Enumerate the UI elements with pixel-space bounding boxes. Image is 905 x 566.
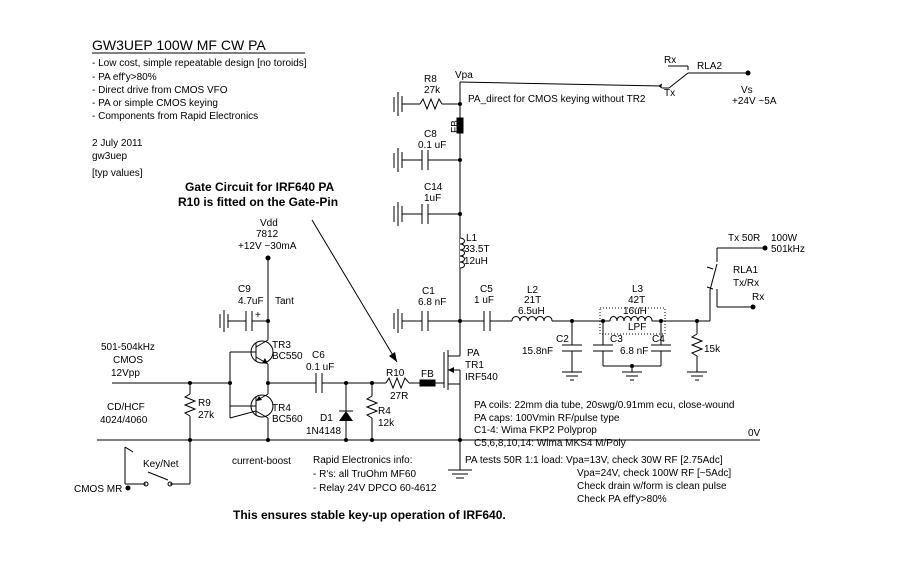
pa-test-3: Check drain w/form is clean pulse xyxy=(577,481,727,492)
rla1-rx-label: Rx xyxy=(752,292,764,303)
fb-bead-label: FB xyxy=(450,120,461,133)
cdhcf-label: CD/HCF xyxy=(107,402,145,413)
r9-label: R9 xyxy=(198,398,211,409)
rla2-label: RLA2 xyxy=(697,61,722,72)
c6-label: C6 xyxy=(312,350,325,361)
tr1-label: TR1 xyxy=(465,360,484,371)
vs-label: Vs xyxy=(741,85,753,96)
callsign-label: gw3uep xyxy=(92,151,127,162)
c9-type: Tant xyxy=(275,296,294,307)
c3-label: C3 xyxy=(610,334,623,345)
r10-label: R10 xyxy=(386,368,405,379)
pa-test-4: Check PA eff'y>80% xyxy=(577,494,667,505)
rla1-txrx-label: Tx/Rx xyxy=(733,278,759,289)
rapid-info-relay: - Relay 24V DPCO 60-4612 xyxy=(313,483,437,494)
c1-value: 6.8 nF xyxy=(418,297,446,308)
c8-label: C8 xyxy=(424,129,437,140)
typ-values-label: [typ values] xyxy=(92,168,143,179)
c2-value: 15.8nF xyxy=(522,346,553,357)
note-line-1: - Low cost, simple repeatable design [no… xyxy=(92,58,307,69)
c14-label: C14 xyxy=(424,182,443,193)
note-line-2: - PA eff'y>80% xyxy=(92,72,157,83)
l3-value: 16uH xyxy=(623,306,647,317)
l2-value: 6.5uH xyxy=(518,306,545,317)
tr3-part: BC550 xyxy=(272,351,303,362)
pa-label: PA xyxy=(467,348,480,359)
input-level-label: 12Vpp xyxy=(111,368,140,379)
pa-note-c14: C1-4: Wima FKP2 Polyprop xyxy=(474,425,597,436)
l3-turns: 42T xyxy=(628,295,645,306)
rla2-rx-label: Rx xyxy=(664,55,676,66)
note-line-3: - Direct drive from CMOS VFO xyxy=(92,85,228,96)
vdd-value: +12V ~30mA xyxy=(238,241,297,252)
l1-turns: 33.5T xyxy=(464,244,490,255)
r9-value: 27k xyxy=(198,410,215,421)
r15k-value: 15k xyxy=(704,344,721,355)
note-line-5: - Components from Rapid Electronics xyxy=(92,111,258,122)
c3-value: 6.8 nF xyxy=(620,346,648,357)
date-label: 2 July 2011 xyxy=(92,138,143,149)
c1-label: C1 xyxy=(422,286,435,297)
cmos-mr-label: CMOS MR xyxy=(74,484,122,495)
input-freq-label: 501-504kHz xyxy=(101,342,155,353)
r4-value: 12k xyxy=(378,418,395,429)
c2-label: C2 xyxy=(556,334,569,345)
current-boost-label: current-boost xyxy=(232,456,291,467)
pa-note-c5: C5,6,8,10,14: Wima MKS4 M/Poly xyxy=(474,438,626,449)
c9-value: 4.7uF xyxy=(238,296,264,307)
vpa-label: Vpa xyxy=(455,70,473,81)
tr3-label: TR3 xyxy=(272,340,291,351)
l3-lpf-label: LPF xyxy=(628,322,646,333)
vdd-regulator: 7812 xyxy=(256,229,279,240)
input-cmos-label: CMOS xyxy=(113,355,143,366)
note-line-4: - PA or simple CMOS keying xyxy=(92,98,218,109)
zero-volt-label: 0V xyxy=(748,428,761,439)
c9-plus: + xyxy=(255,310,261,321)
rla2-tx-label: Tx xyxy=(664,88,675,99)
cdhcf-part: 4024/4060 xyxy=(100,415,148,426)
vdd-label: Vdd xyxy=(260,218,278,229)
c14-value: 1uF xyxy=(424,193,441,204)
d1-part: 1N4148 xyxy=(306,426,341,437)
l2-label: L2 xyxy=(527,285,539,296)
r8-label: R8 xyxy=(424,74,437,85)
tr1-part: IRF540 xyxy=(465,372,498,383)
c5-label: C5 xyxy=(480,284,493,295)
rla1-label: RLA1 xyxy=(733,265,758,276)
pa-test-2: Vpa=24V, check 100W RF [~5Adc] xyxy=(577,468,731,479)
pa-direct-note: PA_direct for CMOS keying without TR2 xyxy=(468,94,646,105)
c4-label: C4 xyxy=(652,334,665,345)
vs-value: +24V ~5A xyxy=(732,96,777,107)
c8-value: 0.1 uF xyxy=(418,140,446,151)
arrow-head-icon xyxy=(389,352,397,362)
pa-note-coils: PA coils: 22mm dia tube, 20swg/0.91mm ec… xyxy=(474,400,735,411)
pa-note-caps: PA caps: 100Vmin RF/pulse type xyxy=(474,413,620,424)
c9-label: C9 xyxy=(238,284,251,295)
rapid-info-title: Rapid Electronics info: xyxy=(313,455,413,466)
gate-heading-line-1: Gate Circuit for IRF640 PA xyxy=(185,180,334,194)
r8-value: 27k xyxy=(424,85,441,96)
footer-note: This ensures stable key-up operation of … xyxy=(233,508,506,522)
diagram-title: GW3UEP 100W MF CW PA xyxy=(92,37,266,53)
output-freq-label: 501kHz xyxy=(771,244,805,255)
pa-test-1: PA tests 50R 1:1 load: Vpa=13V, check 30… xyxy=(465,455,723,466)
l1-value: 12uH xyxy=(464,256,488,267)
keynet-label: Key/Net xyxy=(143,459,179,470)
l2-turns: 21T xyxy=(524,295,541,306)
gate-heading-line-2: R10 is fitted on the Gate-Pin xyxy=(178,195,338,209)
c5-value: 1 uF xyxy=(474,295,494,306)
c6-value: 0.1 uF xyxy=(306,362,334,373)
gate-fb-label: FB xyxy=(421,369,434,380)
l1-label: L1 xyxy=(466,233,478,244)
d1-label: D1 xyxy=(320,413,333,424)
output-power-label: 100W xyxy=(771,233,798,244)
tr4-part: BC560 xyxy=(272,414,303,425)
rapid-info-resistors: - R's: all TruOhm MF60 xyxy=(313,469,416,480)
tx50r-label: Tx 50R xyxy=(728,233,760,244)
l3-label: L3 xyxy=(632,284,644,295)
r10-value: 27R xyxy=(390,391,408,402)
r4-label: R4 xyxy=(378,406,391,417)
tr4-label: TR4 xyxy=(272,403,291,414)
